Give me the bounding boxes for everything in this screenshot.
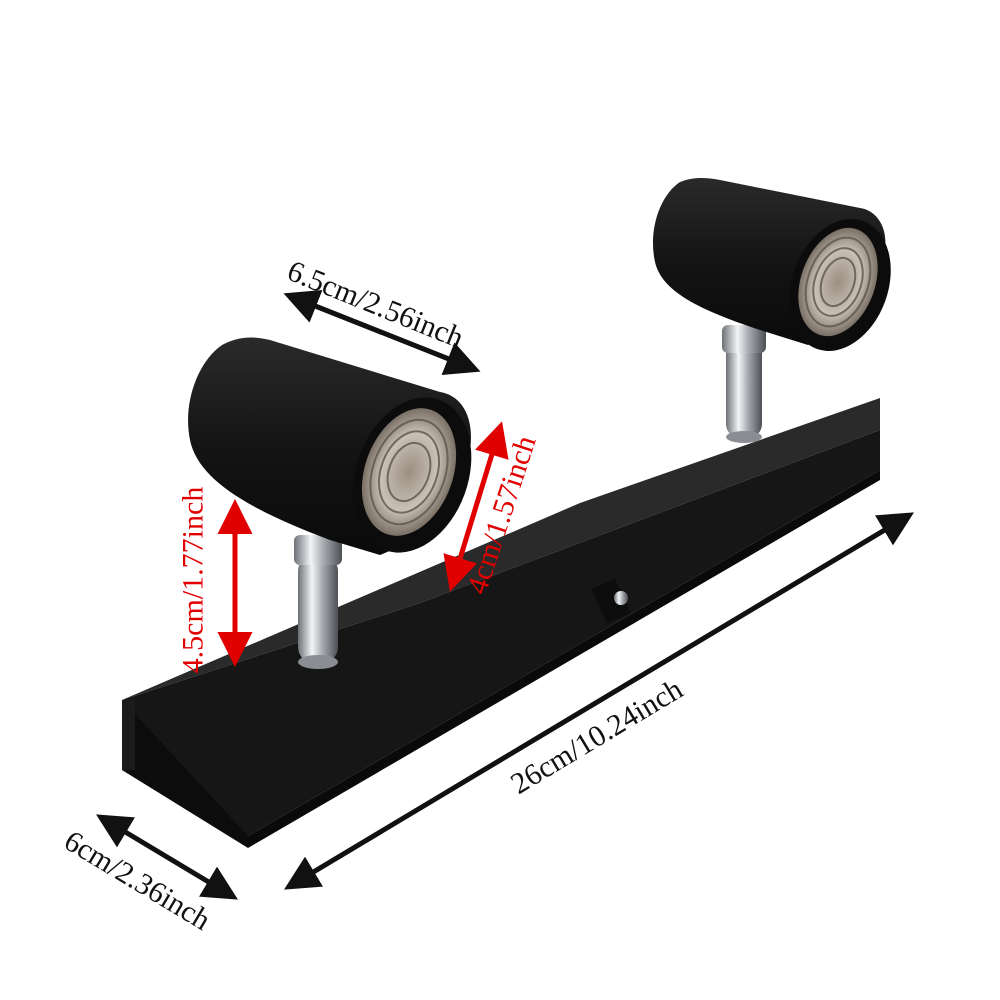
base-length-arrow xyxy=(283,512,915,890)
screw-icon xyxy=(614,591,628,605)
right-shade xyxy=(652,177,891,351)
shade-height-label: 4.5cm/1.77inch xyxy=(176,486,210,674)
left-stem xyxy=(294,535,342,669)
base-width-arrow xyxy=(95,814,239,900)
right-stem xyxy=(722,325,766,443)
shade-length-arrow xyxy=(283,290,481,375)
